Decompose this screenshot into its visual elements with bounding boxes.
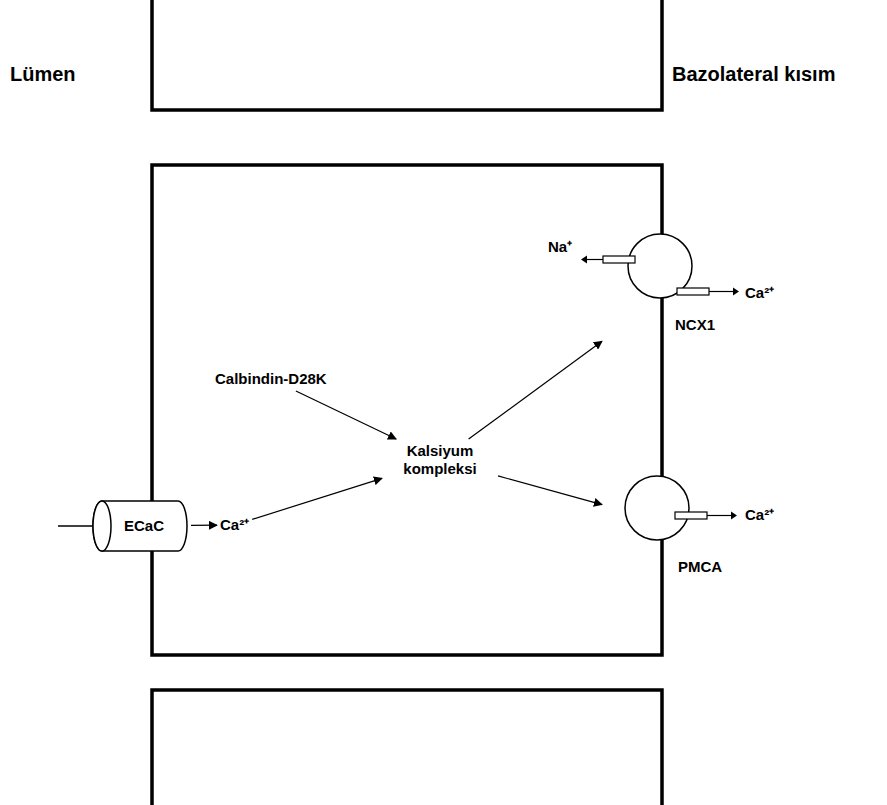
ion-label: Ca²⁺ <box>745 506 774 524</box>
region-label: Lümen <box>10 62 76 86</box>
flow-arrow <box>498 476 602 505</box>
tubule-cell <box>152 165 662 655</box>
ion-arrow <box>709 291 733 292</box>
ion-label: Ca²⁺ <box>745 284 774 302</box>
upper-cell <box>152 0 662 110</box>
pump-tab <box>603 256 635 263</box>
pump-node: NCX1 <box>605 228 755 340</box>
node-text: Calbindin-D28K <box>215 370 327 388</box>
pump-tab <box>677 288 709 295</box>
channel-end <box>93 501 111 551</box>
ion-label: Na⁺ <box>548 238 572 256</box>
pump-body <box>625 476 689 540</box>
node-text: NCX1 <box>675 316 755 334</box>
pump-tab <box>675 512 707 519</box>
node-text: Ca²⁺ <box>220 516 249 534</box>
ion-arrow <box>587 259 603 260</box>
ion-arrowhead <box>581 256 587 264</box>
flow-arrow <box>469 341 602 439</box>
ion-arrowhead <box>733 288 739 296</box>
flow-arrow <box>296 391 396 439</box>
ion-arrow <box>707 515 731 516</box>
ion-arrowhead <box>731 512 737 520</box>
pump-node: PMCA <box>605 470 755 582</box>
text-node: Ca²⁺ <box>220 516 249 534</box>
text-node: Calbindin-D28K <box>215 370 327 388</box>
lower-cell <box>152 690 662 805</box>
text-node: Kalsiyum kompleksi <box>385 442 495 478</box>
channel-body <box>93 501 187 551</box>
node-text: ECaC <box>116 517 164 535</box>
channel-node: ECaC <box>92 500 188 552</box>
flow-arrow <box>191 525 217 526</box>
flow-arrow <box>252 478 382 519</box>
node-text: PMCA <box>678 558 755 576</box>
region-label: Bazolateral kısım <box>672 62 835 86</box>
lumen-entry-line <box>58 525 94 527</box>
node-text: Kalsiyum kompleksi <box>385 442 495 478</box>
